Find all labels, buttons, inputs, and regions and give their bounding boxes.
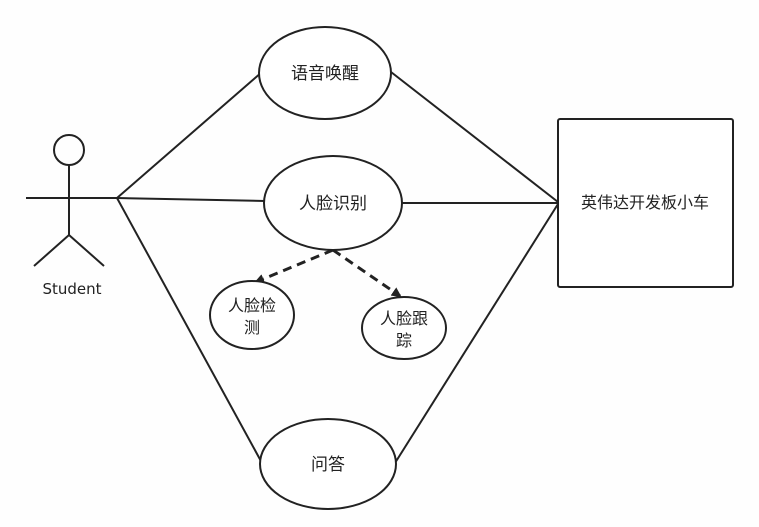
association-actor-face-recognition [116, 197, 266, 202]
actor-label: Student [42, 280, 101, 298]
actor-student: Student [26, 134, 117, 298]
actor-head [53, 134, 85, 166]
use-case-face-recognition-shape [263, 155, 403, 251]
use-case-face-recognition: 人脸识别 [263, 155, 403, 251]
system-label: 英伟达开发板小车 [581, 193, 709, 212]
include-arrow-face-detection [254, 248, 334, 284]
use-case-face-recognition-label: 人脸识别 [299, 194, 367, 214]
use-case-face-tracking-shape [361, 296, 447, 360]
use-case-face-tracking-label-line2: 踪 [396, 331, 412, 350]
association-voice-wake-system [390, 71, 559, 203]
use-case-face-tracking: 人脸跟 踪 [361, 296, 447, 360]
association-actor-voice-wake [116, 71, 263, 199]
use-case-qa-shape [259, 418, 397, 510]
use-case-face-tracking-label-line1: 人脸跟 [380, 309, 428, 328]
use-case-voice-wake-shape [258, 26, 392, 120]
use-case-voice-wake-label: 语音唤醒 [291, 64, 359, 84]
use-case-face-detection-shape [209, 280, 295, 350]
use-case-qa: 问答 [259, 418, 397, 510]
include-arrow-face-tracking [332, 248, 402, 298]
use-case-face-detection: 人脸检 测 [209, 280, 295, 350]
actor-left-leg [33, 234, 70, 267]
use-case-face-detection-label-line2: 测 [244, 318, 260, 337]
use-case-face-detection-label-line1: 人脸检 [228, 296, 276, 315]
association-actor-qa [116, 197, 263, 464]
system-box [557, 118, 734, 288]
use-case-voice-wake: 语音唤醒 [258, 26, 392, 120]
actor-right-leg [68, 234, 105, 267]
association-qa-system [394, 203, 559, 464]
use-case-qa-label: 问答 [311, 455, 345, 475]
system-nvidia-board-car: 英伟达开发板小车 [557, 118, 734, 288]
